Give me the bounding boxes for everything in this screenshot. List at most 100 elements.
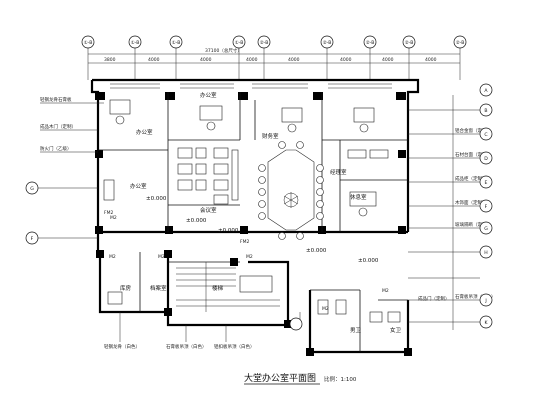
svg-text:4000: 4000 bbox=[200, 57, 212, 63]
interior-walls bbox=[98, 92, 408, 232]
callout-text: 成品木门（定制） bbox=[40, 123, 76, 130]
svg-text:4000: 4000 bbox=[288, 57, 300, 63]
room-label: 经理室 bbox=[330, 168, 347, 176]
callout-text: 成品柜（定制） bbox=[455, 175, 487, 182]
callout-text: 成品门（定制） bbox=[418, 295, 450, 302]
grid-bubble-right: C bbox=[479, 127, 493, 141]
grid-bubble-top: ②-B bbox=[363, 35, 377, 49]
level-mark: ±0.000 bbox=[358, 258, 379, 264]
callout-text: 防火门（乙级） bbox=[40, 145, 72, 152]
callout-text: 石膏板吊顶（白色） bbox=[455, 293, 496, 300]
svg-text:G: G bbox=[30, 186, 34, 192]
svg-text:②-B: ②-B bbox=[260, 40, 269, 46]
level-marks: ±0.000 ±0.000 ±0.000 ±0.000 ±0.000 bbox=[146, 196, 379, 264]
grid-bubble-right: K bbox=[479, 315, 493, 329]
room-label: 财务室 bbox=[262, 132, 279, 140]
grid-bubble-top: ①-B bbox=[232, 35, 246, 49]
room-label: 男卫 bbox=[350, 327, 362, 334]
svg-text:FM2: FM2 bbox=[104, 210, 113, 216]
room-label: 会议室 bbox=[200, 206, 217, 214]
grid-bubble-top: ①-B bbox=[169, 35, 183, 49]
room-label: 楼梯 bbox=[212, 284, 224, 292]
room-label: 女卫 bbox=[390, 326, 402, 334]
svg-text:E: E bbox=[485, 180, 488, 186]
callout-text: 石膏板吊顶（白色） bbox=[166, 343, 207, 350]
svg-text:①-B: ①-B bbox=[235, 40, 244, 46]
grid-bubble-top: ②-B bbox=[320, 35, 334, 49]
svg-text:K: K bbox=[484, 320, 488, 326]
right-callouts: 铝合金窗（定制） 石材台面（定制） 成品柜（定制） 木饰面（定制） 玻璃隔断（定… bbox=[408, 83, 496, 330]
callout-text: 轻钢龙骨石膏板 bbox=[40, 96, 72, 103]
grid-bubble-top: ①-B bbox=[128, 35, 142, 49]
door-tags: M2 M2 M2 M2 FM2 M2 M2 FM2 bbox=[104, 210, 389, 312]
callout-text: 木饰面（定制） bbox=[455, 199, 487, 206]
room-label: 库房 bbox=[120, 284, 132, 292]
svg-text:A: A bbox=[484, 88, 488, 94]
callout-text: 轻钢龙骨（白色） bbox=[104, 343, 140, 350]
svg-text:②-B: ②-B bbox=[456, 40, 465, 46]
grid-bubble-right: H bbox=[479, 245, 493, 259]
svg-text:FM2: FM2 bbox=[240, 239, 249, 245]
svg-text:4000: 4000 bbox=[246, 57, 258, 63]
top-dimensions: 37100（总尺寸） 3800 4000 4000 4000 4000 4000… bbox=[88, 47, 460, 64]
room-label: 休息室 bbox=[350, 193, 367, 201]
conference-table bbox=[258, 141, 324, 240]
grid-bubble-top: ②-B bbox=[257, 35, 271, 49]
level-mark: ±0.000 bbox=[146, 196, 167, 202]
svg-text:4000: 4000 bbox=[148, 57, 160, 63]
level-mark: ±0.000 bbox=[186, 218, 207, 224]
overall-dimension: 37100（总尺寸） bbox=[205, 47, 242, 54]
grid-bubble-right: E bbox=[479, 175, 493, 189]
grid-bubble-top: ②-B bbox=[402, 35, 416, 49]
room-label: 档案室 bbox=[150, 284, 167, 292]
bottom-callouts: 轻钢龙骨（白色） 石膏板吊顶（白色） 铝扣板吊顶（白色） 成品门（定制） bbox=[104, 295, 450, 350]
svg-text:M2: M2 bbox=[109, 254, 116, 260]
svg-text:F: F bbox=[31, 236, 34, 242]
svg-text:M2: M2 bbox=[246, 254, 253, 260]
svg-text:D: D bbox=[484, 156, 488, 162]
svg-text:M2: M2 bbox=[158, 254, 165, 260]
room-label: 办公室 bbox=[136, 128, 153, 136]
svg-text:H: H bbox=[484, 250, 487, 256]
svg-text:4000: 4000 bbox=[425, 57, 437, 63]
callout-text: 石材台面（定制） bbox=[455, 151, 491, 158]
svg-text:①-B: ①-B bbox=[131, 40, 140, 46]
grid-bubble-right: J bbox=[479, 293, 493, 307]
grid-bubble-right: B bbox=[479, 103, 493, 117]
svg-text:①-B: ①-B bbox=[172, 40, 181, 46]
left-callouts: 轻钢龙骨石膏板 成品木门（定制） 防火门（乙级） G F bbox=[25, 96, 104, 245]
room-label: 办公室 bbox=[130, 182, 147, 190]
toilet-block bbox=[306, 289, 412, 356]
svg-text:M2: M2 bbox=[322, 306, 329, 312]
callout-text: 铝合金窗（定制） bbox=[455, 127, 491, 134]
drawing-scale: 比例：1:100 bbox=[324, 375, 357, 383]
grid-bubble-right: G bbox=[479, 221, 493, 235]
drawing-title-block: 大堂办公室平面图 比例：1:100 bbox=[244, 372, 357, 385]
callout-text: 铝扣板吊顶（白色） bbox=[214, 343, 255, 350]
svg-text:M2: M2 bbox=[110, 215, 117, 221]
workstations bbox=[177, 147, 239, 205]
grid-bubble-top: ②-B bbox=[453, 35, 467, 49]
svg-text:G: G bbox=[484, 226, 488, 232]
svg-text:B: B bbox=[484, 108, 487, 114]
svg-text:M2: M2 bbox=[382, 288, 389, 294]
callout-text: 玻璃隔断（定制） bbox=[455, 221, 491, 228]
svg-text:②-B: ②-B bbox=[366, 40, 375, 46]
level-mark: ±0.000 bbox=[218, 228, 239, 234]
grid-bubble-right: F bbox=[479, 199, 493, 213]
top-grid-axes: ①-B ①-B ①-B ①-B ②-B ②-B ②-B ②-B ②-B bbox=[81, 35, 467, 80]
svg-text:②-B: ②-B bbox=[323, 40, 332, 46]
grid-bubble-top: ①-B bbox=[81, 35, 95, 49]
svg-text:②-B: ②-B bbox=[405, 40, 414, 46]
drawing-title: 大堂办公室平面图 bbox=[244, 372, 316, 384]
grid-bubble-right: A bbox=[479, 83, 493, 97]
room-label: 办公室 bbox=[200, 91, 217, 99]
svg-text:①-B: ①-B bbox=[84, 40, 93, 46]
grid-bubble-right: D bbox=[479, 151, 493, 165]
svg-text:J: J bbox=[484, 298, 486, 304]
room-labels: 办公室 办公室 财务室 经理室 会议室 休息室 办公室 库房 档案室 楼梯 男卫… bbox=[120, 91, 402, 334]
svg-text:4000: 4000 bbox=[382, 57, 394, 63]
svg-text:3800: 3800 bbox=[104, 57, 116, 63]
svg-text:C: C bbox=[484, 132, 487, 138]
